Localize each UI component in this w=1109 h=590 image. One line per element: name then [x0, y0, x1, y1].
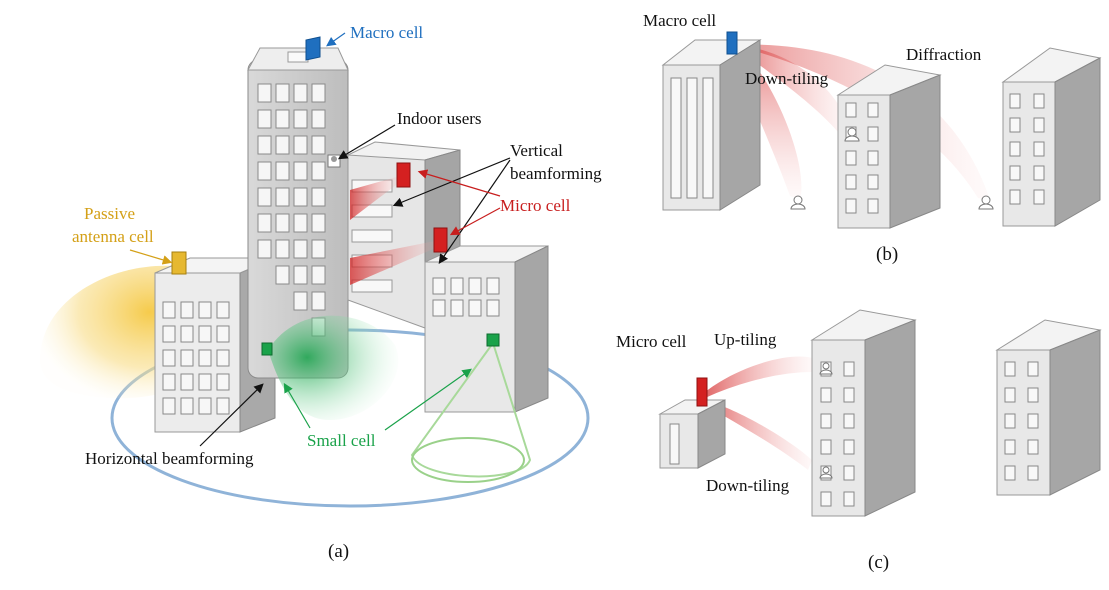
label-macro-cell-a: Macro cell	[350, 23, 424, 42]
label-vertical-beamforming-1: Vertical	[510, 141, 563, 160]
label-passive-1: Passive	[84, 204, 135, 223]
caption-b: (b)	[876, 244, 899, 265]
label-horizontal-beamforming: Horizontal beamforming	[85, 449, 254, 468]
label-micro-cell-a: Micro cell	[500, 196, 571, 215]
label-down-tiling-c: Down-tiling	[706, 476, 790, 495]
label-passive-2: antenna cell	[72, 227, 154, 246]
building-b-right	[1001, 47, 1102, 227]
label-micro-cell-c: Micro cell	[616, 332, 687, 351]
label-vertical-beamforming-2: beamforming	[510, 164, 602, 183]
up-tiling-beam	[705, 356, 812, 398]
macro-antenna-icon-b	[726, 31, 738, 55]
micro-antenna-icon-c	[696, 377, 708, 407]
user-icon-c	[819, 362, 833, 479]
label-indoor-users: Indoor users	[397, 109, 482, 128]
small-cell-antenna-icon-2	[486, 333, 500, 347]
building-c-small	[658, 399, 726, 469]
building-c-right	[995, 319, 1102, 496]
user-icon	[790, 127, 994, 210]
vertical-beam-upper	[350, 176, 400, 220]
down-tiling-beam-c	[705, 400, 812, 470]
building-c-middle	[810, 309, 917, 517]
vertical-beam-lower	[350, 240, 440, 285]
macro-antenna-icon	[305, 36, 321, 61]
label-small-cell: Small cell	[307, 431, 376, 450]
passive-antenna-icon	[171, 251, 187, 275]
panel-c	[658, 309, 1102, 517]
small-cell-coverage-left	[268, 315, 399, 420]
label-diffraction: Diffraction	[906, 45, 982, 64]
label-down-tiling-b: Down-tiling	[745, 69, 829, 88]
building-b-left	[661, 39, 762, 211]
panel-b	[661, 31, 1102, 229]
small-cell-cone-right	[410, 340, 532, 478]
caption-c: (c)	[868, 552, 890, 573]
panel-a	[40, 32, 590, 508]
building-a-right	[424, 245, 549, 413]
building-b-middle	[836, 64, 942, 229]
small-cell-antenna-icon	[261, 342, 273, 356]
micro-antenna-icon	[396, 162, 411, 188]
label-macro-cell-b: Macro cell	[643, 11, 717, 30]
label-up-tiling: Up-tiling	[714, 330, 777, 349]
micro-antenna-icon-2	[433, 227, 448, 253]
caption-a: (a)	[328, 541, 350, 562]
